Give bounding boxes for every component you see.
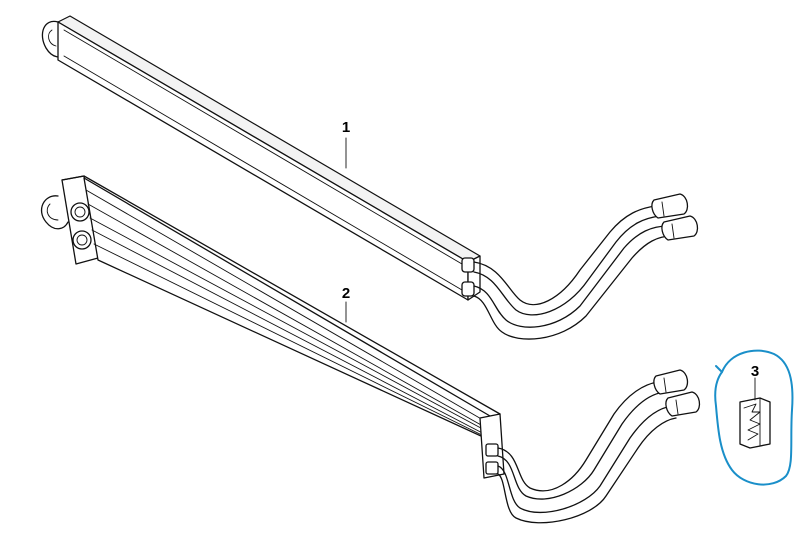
callout-3: 3 — [751, 363, 759, 380]
part-3-clip[interactable] — [714, 349, 794, 486]
highlight-circle — [714, 349, 794, 486]
part-2-oil-cooler[interactable] — [41, 175, 701, 524]
callout-2: 2 — [342, 285, 350, 302]
callout-1: 1 — [342, 119, 350, 136]
part-1-oil-cooler[interactable] — [41, 15, 699, 340]
